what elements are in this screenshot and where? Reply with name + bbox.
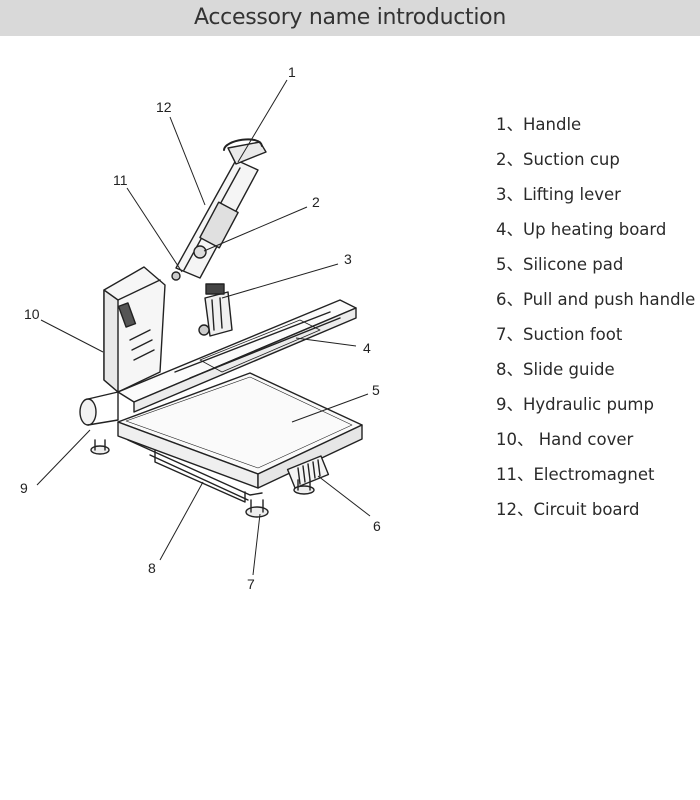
legend-item-hydraulic-pump: 9、Hydraulic pump [496,395,654,414]
legend-item-handle: 1、Handle [496,115,582,134]
callout-8: 8 [148,560,156,576]
callout-11: 11 [113,172,128,188]
callout-3: 3 [344,251,352,267]
callout-4: 4 [363,340,371,356]
legend-item-slide-guide: 8、Slide guide [496,360,615,379]
slide-guide [127,439,263,503]
handle-arm [171,138,267,336]
page-title: Accessory name introduction [194,5,506,30]
base-platen [117,372,363,489]
callout-12: 12 [156,99,172,115]
callout-6: 6 [373,518,381,534]
legend-item-hand-cover: 10、 Hand cover [496,430,634,449]
rear-frame [103,266,166,393]
legend-item-up-heating-board: 4、Up heating board [496,220,667,239]
heat-press-diagram: 1 2 3 4 5 6 7 8 9 10 11 12 [20,64,381,592]
accessory-legend: 1、Handle 2、Suction cup 3、Lifting lever 4… [496,113,695,533]
legend-item-lifting-lever: 3、Lifting lever [496,185,621,204]
hydraulic-pump [79,391,119,426]
legend-item-silicone-pad: 5、Silicone pad [496,255,624,274]
callout-2: 2 [312,194,320,210]
suction-feet [90,439,315,518]
callout-5: 5 [372,382,380,398]
callout-7: 7 [247,576,255,592]
legend-item-electromagnet: 11、Electromagnet [496,465,655,484]
callout-1: 1 [288,64,296,80]
callout-9: 9 [20,480,28,496]
callout-10: 10 [24,306,40,322]
header-bar: Accessory name introduction [0,0,700,36]
lifting-lever [204,283,233,337]
legend-item-suction-cup: 2、Suction cup [496,150,620,169]
legend-item-circuit-board: 12、Circuit board [496,500,640,519]
legend-item-suction-foot: 7、Suction foot [496,325,623,344]
legend-item-pull-push-handle: 6、Pull and push handle [496,290,696,309]
upper-heating-board [117,299,357,413]
